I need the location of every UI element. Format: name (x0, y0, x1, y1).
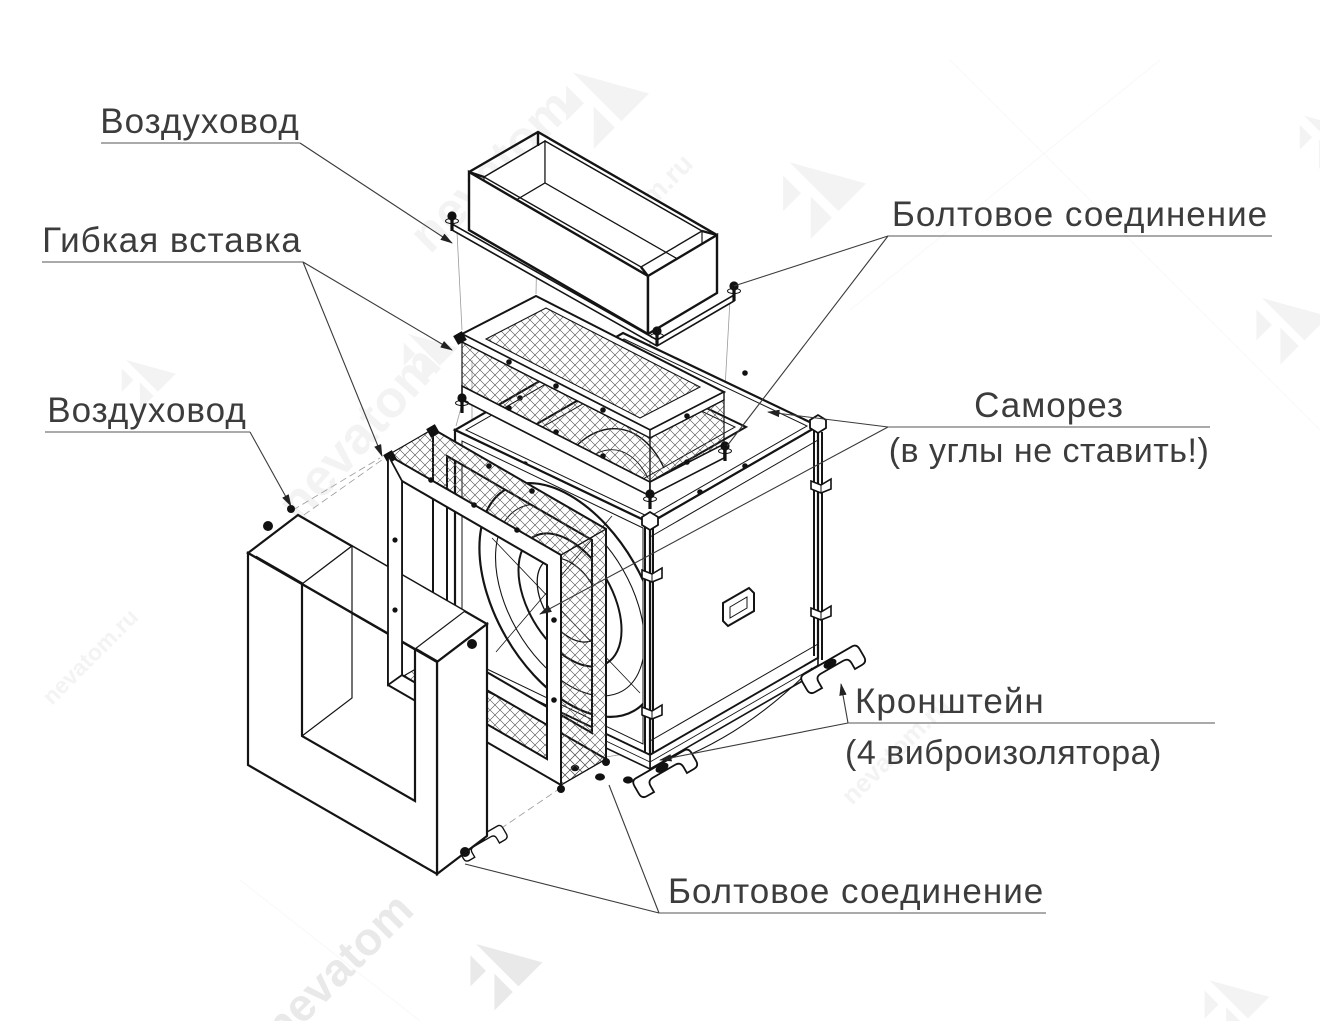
leader-bolted-joint-top-2 (726, 235, 889, 447)
label-duct-left: Воздуховод (47, 391, 247, 430)
leader-bracket-1 (839, 683, 849, 724)
leader-bolted-joint-top-1 (733, 235, 889, 287)
insert-screws (506, 359, 690, 465)
label-bracket-line1: Кронштейн (855, 682, 1045, 721)
insert-front-leg (387, 454, 403, 687)
label-screw-line2: (в углы не ставить!) (889, 432, 1210, 470)
labels: Воздуховод Гибкая вставка Воздуховод Бол… (42, 102, 1272, 914)
leader-screw-2 (539, 426, 889, 615)
label-bolted-joint-top: Болтовое соединение (892, 195, 1268, 234)
top-flexible-insert (453, 294, 732, 510)
top-duct (445, 130, 741, 347)
watermark-text: nevatom (252, 883, 423, 1021)
leader-duct-left (249, 431, 292, 507)
flexible-canvas (560, 527, 607, 787)
leader-bracket-2 (659, 722, 849, 762)
label-screw-line1: Саморез (974, 386, 1124, 425)
duct-wall (646, 232, 719, 337)
watermark-text: nevatom.ru (37, 603, 143, 709)
leader-bolted-joint-bottom-1 (608, 784, 660, 914)
handle-plate (722, 586, 755, 628)
leader-lines (249, 142, 889, 914)
label-duct-top: Воздуховод (100, 102, 300, 141)
leader-flexible-insert-left (302, 261, 383, 457)
label-flexible-insert: Гибкая вставка (42, 221, 302, 260)
label-bracket-line2: (4 виброизолятора) (845, 734, 1162, 772)
leader-duct-top (299, 142, 453, 244)
leader-flexible-insert-top (302, 261, 453, 351)
duct-bolts (263, 505, 477, 857)
leader-bolted-joint-bottom-2 (464, 863, 660, 914)
label-bolted-joint-bottom: Болтовое соединение (668, 872, 1044, 911)
left-duct-body (246, 505, 489, 877)
duct-right-face (435, 621, 489, 877)
leader-screw-1 (767, 409, 889, 428)
